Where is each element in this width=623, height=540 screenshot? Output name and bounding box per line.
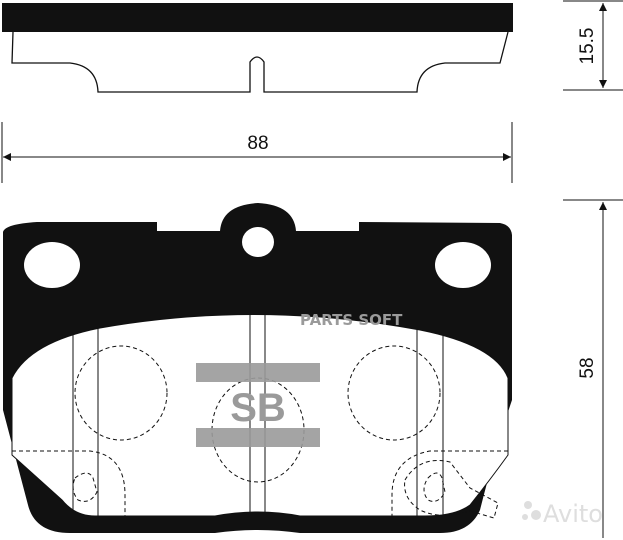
width-label: 88: [247, 133, 268, 154]
dimension-width: 88: [1, 122, 513, 183]
backing-plate-side: [2, 3, 513, 32]
side-view: [2, 3, 513, 93]
friction-material-side: [11, 31, 509, 93]
dimension-height: 58: [563, 199, 623, 538]
friction-surface: [11, 314, 509, 517]
mounting-hole-right: [435, 242, 491, 288]
front-view: [3, 203, 512, 533]
dimension-thickness: 15.5: [563, 0, 623, 91]
sb-logo-text: SB: [230, 386, 286, 430]
height-label: 58: [577, 357, 598, 378]
avito-dots-icon: [524, 501, 532, 509]
avito-watermark: Avito: [522, 500, 603, 528]
thickness-label: 15.5: [577, 28, 598, 65]
mounting-hole-center: [242, 227, 274, 257]
mounting-hole-left: [24, 242, 80, 288]
parts-soft-watermark: PARTS SOFT: [300, 311, 403, 329]
avito-text: Avito: [543, 500, 603, 528]
sb-logo: SB: [196, 363, 320, 447]
